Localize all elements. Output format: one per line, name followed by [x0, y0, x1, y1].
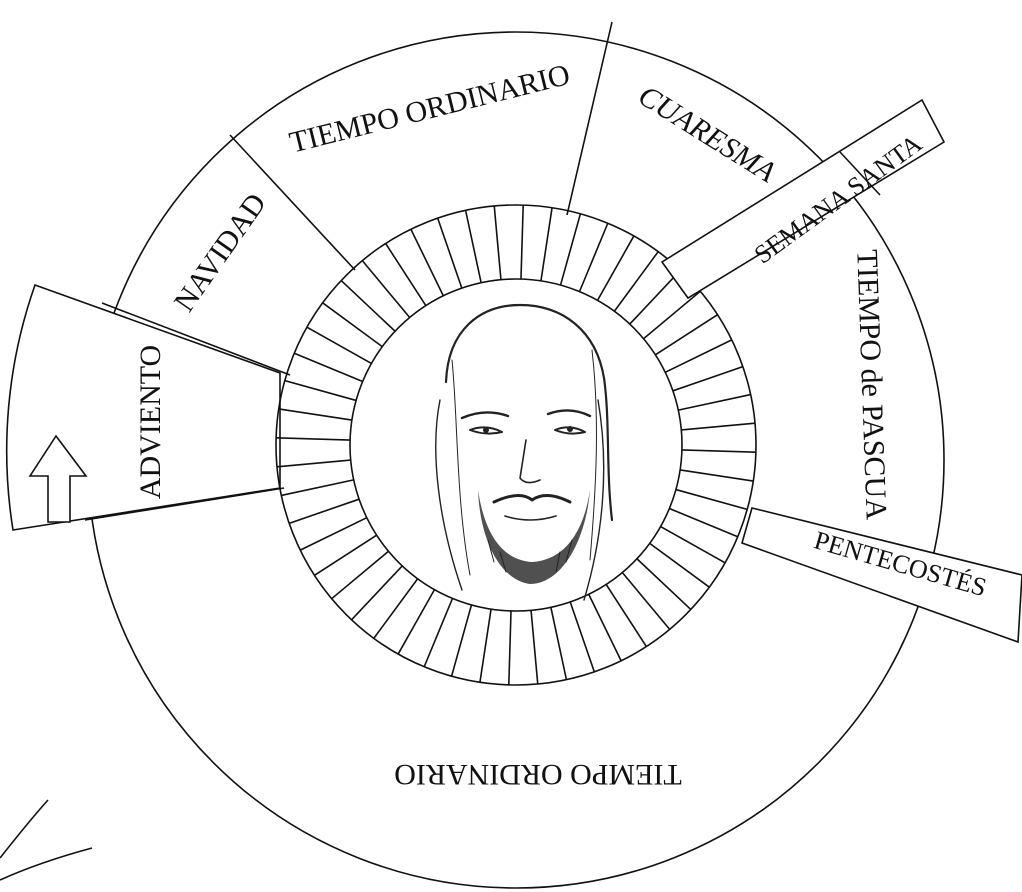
week-cell-divider: [466, 210, 482, 282]
week-cell-divider: [661, 527, 725, 563]
week-cell-divider: [300, 518, 367, 550]
portrait-image: [351, 280, 681, 610]
week-cell-divider: [589, 594, 621, 661]
week-cell-divider: [480, 609, 491, 682]
week-cell-divider: [276, 438, 350, 440]
week-cell-divider: [424, 598, 452, 666]
week-cell-divider: [509, 611, 511, 685]
week-cell-divider: [579, 223, 607, 291]
divider-ordinario-cuaresma: [567, 22, 612, 215]
week-cell-divider: [680, 470, 753, 481]
week-cell-divider: [650, 543, 710, 587]
week-cell-divider: [682, 450, 756, 452]
week-cell-divider: [681, 423, 755, 430]
week-cell-divider: [665, 340, 732, 372]
week-cell-divider: [494, 206, 501, 280]
week-cell-divider: [352, 566, 403, 620]
week-cell-divider: [307, 327, 371, 363]
label-cuaresma: CUARESMA: [633, 79, 782, 189]
week-cell-divider: [531, 610, 538, 684]
week-cell-divider: [676, 490, 747, 510]
week-cell-divider: [669, 508, 737, 536]
week-cell-divider: [323, 303, 383, 347]
week-cell-divider: [398, 590, 434, 654]
week-cell-divider: [277, 460, 351, 467]
label-pascua: TIEMPO de PASCUA: [850, 249, 892, 521]
week-cell-divider: [374, 579, 418, 639]
week-cell-divider: [281, 480, 353, 496]
label-adviento: ADVIENTO: [134, 345, 167, 499]
week-cell-divider: [521, 205, 523, 279]
label-navidad: NAVIDAD: [168, 187, 273, 317]
corner-flourish: [0, 800, 92, 880]
week-cell-divider: [289, 499, 359, 523]
week-cell-divider: [570, 602, 594, 672]
week-cell-divider: [673, 367, 743, 391]
week-cell-divider: [279, 409, 352, 420]
label-ordinario-top: TIEMPO ORDINARIO: [286, 58, 573, 160]
week-cell-divider: [614, 252, 658, 312]
week-cell-divider: [411, 229, 443, 296]
week-cell-divider: [541, 208, 552, 281]
week-cell-divider: [561, 214, 581, 285]
week-cell-divider: [438, 218, 462, 288]
week-cell-divider: [678, 395, 750, 411]
label-ordinario-bottom: TIEMPO ORDINARIO: [394, 758, 682, 791]
week-cell-divider: [341, 281, 395, 332]
week-cell-divider: [637, 559, 691, 610]
week-cell-divider: [285, 381, 356, 401]
week-cell-divider: [294, 353, 362, 381]
week-cell-divider: [452, 605, 472, 676]
week-cell-divider: [551, 607, 567, 679]
week-cell-divider: [598, 236, 634, 300]
